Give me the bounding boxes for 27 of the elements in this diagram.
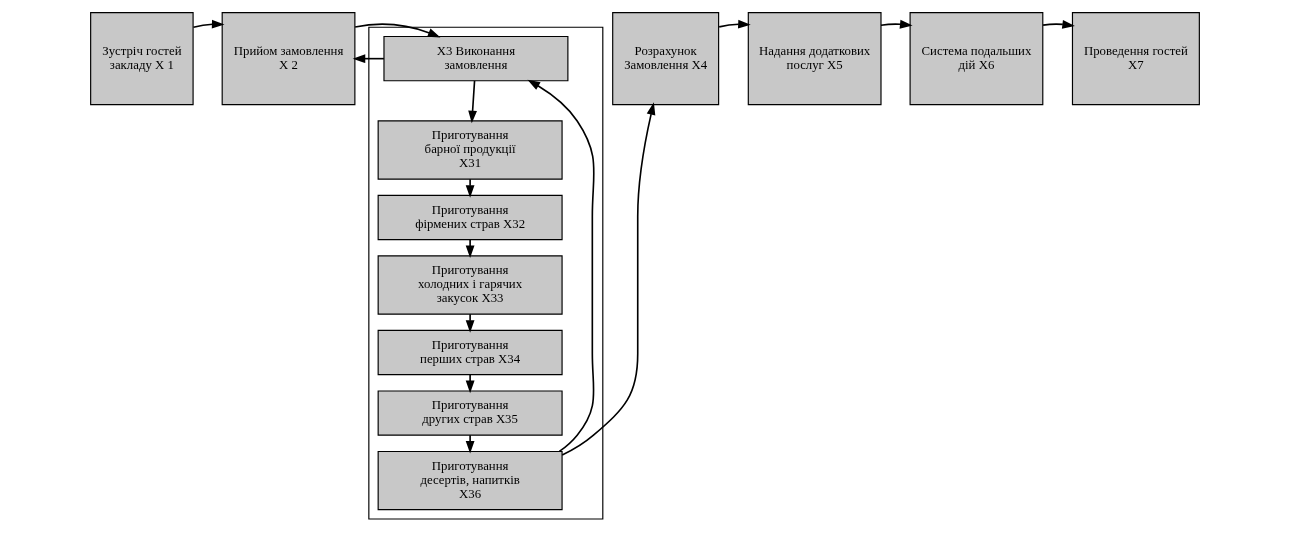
node-box: Проведення гостей Х7 xyxy=(1071,12,1200,106)
node-box: Приготування других страв Х35 xyxy=(377,390,563,436)
arrow xyxy=(717,19,751,29)
arrow xyxy=(465,434,474,454)
node-box: Розрахунок Замовлення Х4 xyxy=(611,12,719,106)
node-box: Приготування холодних і гарячих закусок Х33 xyxy=(377,255,563,315)
node-box: Приготування перших страв Х34 xyxy=(377,329,563,376)
node-box: Приготування барної продукції Х31 xyxy=(377,120,563,180)
arrow xyxy=(1041,19,1075,29)
node-box: Система подальших дій Х6 xyxy=(909,12,1043,106)
node-box: Прийом замовлення Х 2 xyxy=(221,12,355,106)
arrow xyxy=(526,79,595,453)
node-box: Зустріч гостей закладу Х 1 xyxy=(89,12,194,106)
arrow xyxy=(560,102,655,456)
node-box: Х3 Виконання замовлення xyxy=(382,35,568,82)
arrow xyxy=(465,238,474,259)
arrow xyxy=(352,54,385,64)
node-box: Надання додаткових послуг Х5 xyxy=(747,12,882,106)
arrow xyxy=(879,19,913,29)
node-box: Приготування десертів, напитків Х36 xyxy=(377,450,563,511)
arrow xyxy=(353,23,440,38)
arrow xyxy=(192,19,224,29)
arrow xyxy=(465,373,474,394)
arrow xyxy=(465,313,474,333)
arrow xyxy=(467,80,477,124)
arrow xyxy=(465,178,474,198)
node-box: Приготування фірмених страв Х32 xyxy=(377,194,563,241)
